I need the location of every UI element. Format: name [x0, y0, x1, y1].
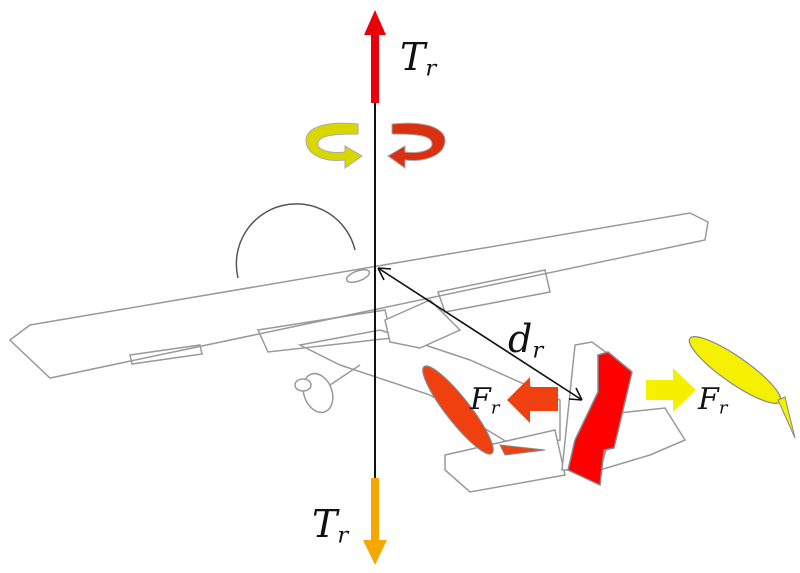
thrust-arrow-bottom [363, 478, 387, 565]
rotation-arrow-yellow [305, 122, 363, 169]
strut [329, 364, 361, 386]
cockpit [384, 299, 462, 349]
rotation-arrow-red [387, 122, 446, 169]
thrust-label-top: Tr [400, 35, 437, 82]
thrust-arrow-top [364, 10, 386, 103]
deflected-airfoil-left [422, 365, 546, 456]
thrust-label-bottom: Tr [312, 502, 349, 549]
aileron-left [129, 344, 203, 365]
force-arrow-right [646, 368, 696, 412]
airplane-outline [8, 212, 709, 493]
force-arrow-left [507, 377, 558, 423]
propeller-arc [235, 203, 356, 279]
main-wing [8, 212, 709, 379]
distance-arrow [377, 267, 583, 401]
wing-flap-right [437, 269, 551, 313]
horizontal-stabilizer-left [444, 429, 566, 493]
rudder [567, 351, 633, 487]
deflected-airfoil-right [688, 336, 796, 439]
force-label-right: Fr [698, 382, 728, 419]
force-label-left: Fr [470, 382, 500, 419]
wing-hatch [345, 269, 371, 283]
nose-wheel [294, 378, 312, 392]
wheel [302, 372, 334, 414]
distance-label: dr [508, 317, 544, 364]
